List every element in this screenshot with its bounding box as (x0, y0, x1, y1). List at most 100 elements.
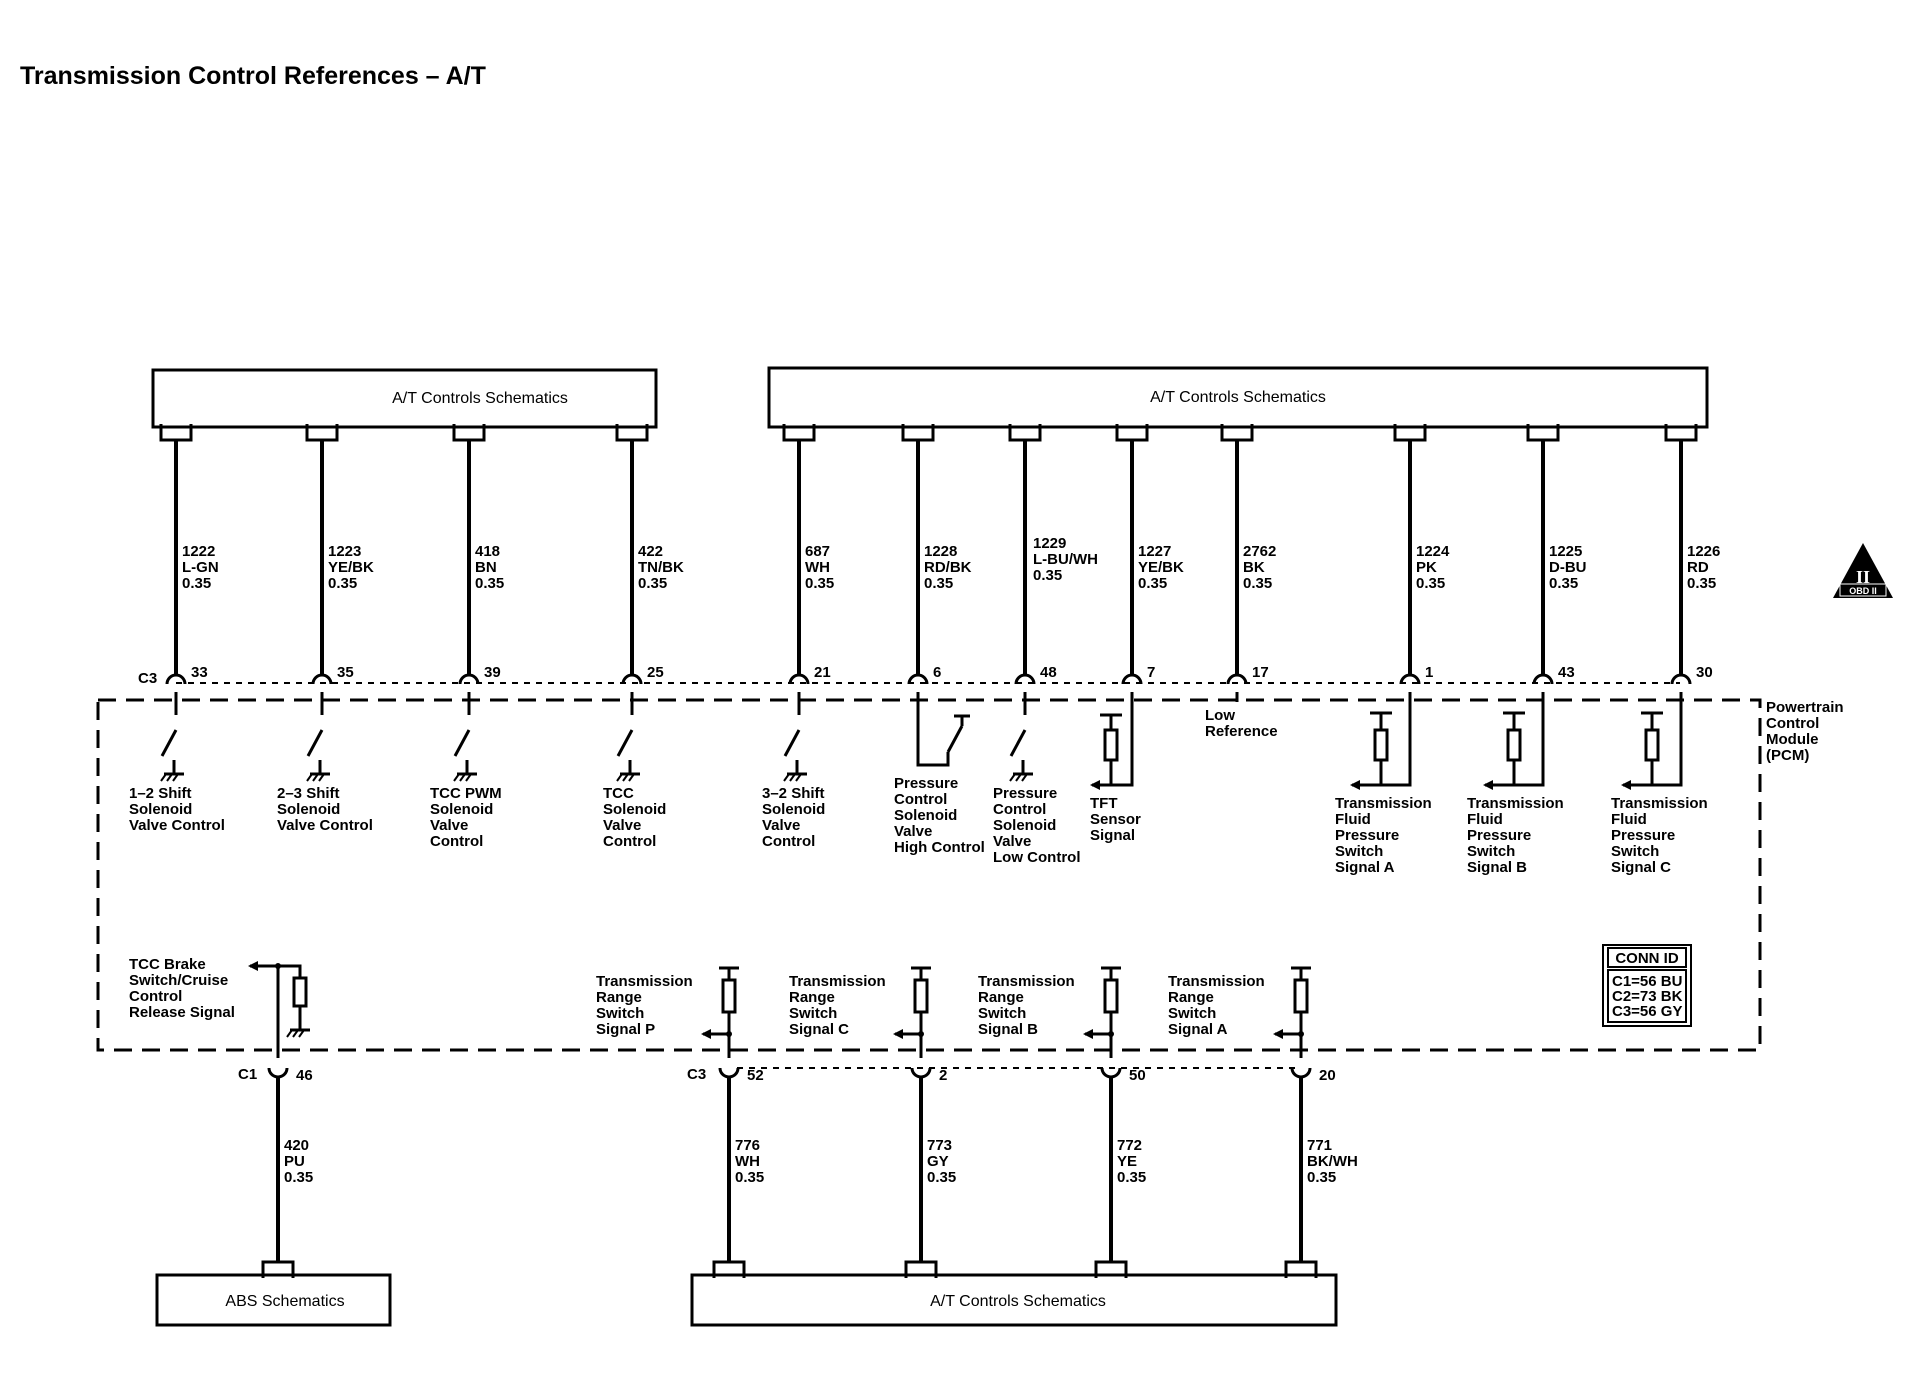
top-circuit-1[interactable]: 1224PK0.351TransmissionFluidPressureSwit… (1335, 424, 1450, 876)
bottom-circuit-52[interactable]: 776WH0.3552TransmissionRangeSwitchSignal… (596, 966, 764, 1278)
top-circuit-30[interactable]: 1226RD0.3530TransmissionFluidPressureSwi… (1611, 424, 1720, 876)
circuit-number: 687 (805, 543, 830, 560)
obd-ii-badge-icon: II OBD II (1833, 543, 1893, 598)
circuit-number: 772 (1117, 1137, 1142, 1154)
pin-number: 7 (1147, 664, 1155, 681)
component-label: 3–2 Shift (762, 785, 825, 802)
circuit-number: 1226 (1687, 543, 1720, 560)
component-label: Pressure (1467, 827, 1531, 844)
box-bottom-right[interactable]: A/T Controls Schematics (690, 1273, 1338, 1327)
pin-number: 17 (1252, 664, 1269, 681)
component-label: Solenoid (129, 801, 192, 818)
pin-number: 33 (191, 664, 208, 681)
bottom-circuit-2[interactable]: 773GY0.352TransmissionRangeSwitchSignal … (789, 966, 956, 1278)
component-label: Valve (430, 817, 468, 834)
wire-gauge: 0.35 (1687, 575, 1716, 592)
component-label: Switch (1335, 843, 1383, 860)
svg-text:A/T Controls Schematics: A/T Controls Schematics (930, 1293, 1106, 1310)
top-circuit-48[interactable]: 1229L-BU/WH0.3548PressureControlSolenoid… (993, 424, 1098, 866)
component-label: Fluid (1467, 811, 1503, 828)
component-label: 2–3 Shift (277, 785, 340, 802)
component-label: Pressure (894, 775, 958, 792)
circuit-number: 420 (284, 1137, 309, 1154)
wire-gauge: 0.35 (328, 575, 357, 592)
component-label: Signal A (1335, 859, 1395, 876)
component-label: Fluid (1611, 811, 1647, 828)
component-label: Switch/Cruise (129, 972, 228, 989)
component-label: Valve Control (277, 817, 373, 834)
wire-color: PU (284, 1153, 305, 1170)
wire-gauge: 0.35 (475, 575, 504, 592)
wire-gauge: 0.35 (1117, 1169, 1146, 1186)
svg-text:CONN ID: CONN ID (1615, 950, 1679, 967)
component-label: Solenoid (894, 807, 957, 824)
component-label: Pressure (993, 785, 1057, 802)
component-label: Signal A (1168, 1021, 1228, 1038)
box-top-left[interactable]: A/T Controls Schematics (151, 368, 658, 429)
component-label: Solenoid (762, 801, 825, 818)
component-label: Release Signal (129, 1004, 235, 1021)
top-circuit-43[interactable]: 1225D-BU0.3543TransmissionFluidPressureS… (1467, 424, 1587, 876)
pin-number: 20 (1319, 1067, 1336, 1084)
wire-gauge: 0.35 (805, 575, 834, 592)
pin-number: 6 (933, 664, 941, 681)
component-label: Transmission (1611, 795, 1708, 812)
wire-gauge: 0.35 (927, 1169, 956, 1186)
pin-number: 46 (296, 1067, 313, 1084)
circuit-number: 776 (735, 1137, 760, 1154)
pin-number: 2 (939, 1067, 947, 1084)
pin-number: 43 (1558, 664, 1575, 681)
wire-color: GY (927, 1153, 949, 1170)
circuit-number: 1229 (1033, 535, 1066, 552)
wire-color: YE/BK (1138, 559, 1184, 576)
connector-c3-bottom-label: C3 (687, 1066, 706, 1083)
circuit-number: 1225 (1549, 543, 1582, 560)
wire-gauge: 0.35 (1243, 575, 1272, 592)
wire-color: D-BU (1549, 559, 1587, 576)
wire-gauge: 0.35 (1549, 575, 1578, 592)
pin-number: 30 (1696, 664, 1713, 681)
component-label: Pressure (1611, 827, 1675, 844)
component-label: Valve (762, 817, 800, 834)
box-bottom-left[interactable]: ABS Schematics (155, 1273, 392, 1327)
connector-c1-label: C1 (238, 1066, 257, 1083)
circuit-number: 1222 (182, 543, 215, 560)
component-label: Low (1205, 707, 1235, 724)
component-label: Signal C (789, 1021, 849, 1038)
circuit-number: 771 (1307, 1137, 1332, 1154)
svg-text:C3=56 GY: C3=56 GY (1612, 1003, 1682, 1020)
bottom-circuit-50[interactable]: 772YE0.3550TransmissionRangeSwitchSignal… (978, 966, 1146, 1278)
wire-gauge: 0.35 (284, 1169, 313, 1186)
wire-color: BK/WH (1307, 1153, 1358, 1170)
circuit-number: 1227 (1138, 543, 1171, 560)
component-label: Valve (603, 817, 641, 834)
top-circuit-6[interactable]: 1228RD/BK0.356PressureControlSolenoidVal… (894, 424, 985, 856)
pin-number: 35 (337, 664, 354, 681)
component-label: Switch (1611, 843, 1659, 860)
wire-color: WH (805, 559, 830, 576)
circuit-number: 422 (638, 543, 663, 560)
wire-color: WH (735, 1153, 760, 1170)
component-label: Range (596, 989, 642, 1006)
component-label: TCC PWM (430, 785, 502, 802)
pin-number: 21 (814, 664, 831, 681)
box-top-right[interactable]: A/T Controls Schematics (767, 366, 1709, 429)
bottom-circuit-20[interactable]: 771BK/WH0.3520TransmissionRangeSwitchSig… (1168, 966, 1358, 1278)
component-label: 1–2 Shift (129, 785, 192, 802)
svg-text:A/T Controls Schematics: A/T Controls Schematics (1150, 389, 1326, 406)
svg-text:Module: Module (1766, 731, 1819, 748)
pin-number: 48 (1040, 664, 1057, 681)
component-label: Signal (1090, 827, 1135, 844)
component-label: Transmission (1335, 795, 1432, 812)
component-label: Switch (789, 1005, 837, 1022)
component-label: Signal B (978, 1021, 1038, 1038)
